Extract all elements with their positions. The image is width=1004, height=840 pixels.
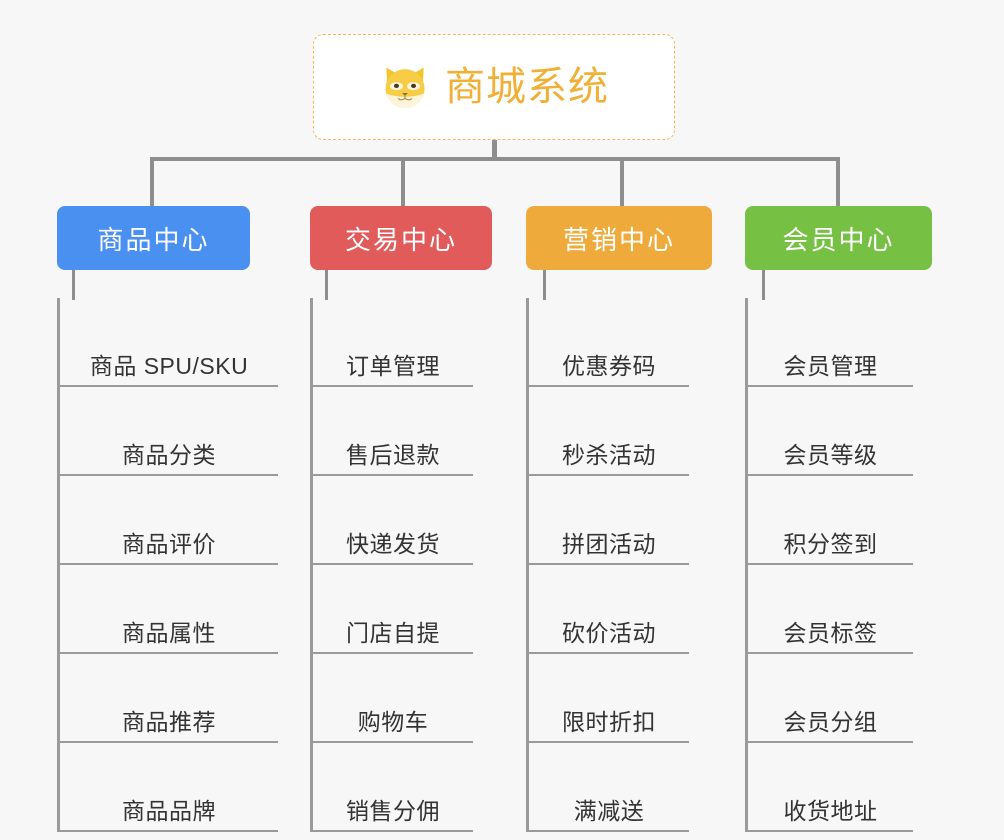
list-item[interactable]: 商品品牌 [60,743,278,832]
branch-column-0: 商品中心 商品 SPU/SKU 商品分类 商品评价 商品属性 商品推荐 商品品牌 [57,206,278,832]
leaf-label: 商品评价 [122,531,216,558]
list-item[interactable]: 售后退款 [313,387,473,476]
list-item[interactable]: 满减送 [529,743,689,832]
connector-drop-1 [150,157,154,207]
category-label-3: 会员中心 [782,224,895,255]
leaf-label: 商品品牌 [122,798,216,825]
leaf-label: 满减送 [573,798,645,825]
connector-spine-3 [543,270,546,300]
leaf-label: 门店自提 [346,620,440,647]
leaf-label: 商品推荐 [122,709,216,736]
root-title: 商城系统 [445,65,609,109]
list-item[interactable]: 购物车 [313,654,473,743]
category-box-1[interactable]: 交易中心 [310,206,492,270]
leaf-label: 会员管理 [783,353,878,380]
list-item[interactable]: 快递发货 [313,476,473,565]
leaf-label: 砍价活动 [562,620,656,647]
list-item[interactable]: 积分签到 [748,476,913,565]
leaf-label: 优惠券码 [562,353,656,380]
list-item[interactable]: 商品推荐 [60,654,278,743]
list-item[interactable]: 限时折扣 [529,654,689,743]
leaf-label: 会员等级 [783,442,878,469]
category-box-3[interactable]: 会员中心 [745,206,932,270]
list-item[interactable]: 销售分佣 [313,743,473,832]
list-item[interactable]: 优惠券码 [529,298,689,387]
category-label-0: 商品中心 [97,224,210,255]
list-item[interactable]: 拼团活动 [529,476,689,565]
leaf-label: 订单管理 [346,353,440,380]
leaf-label: 会员分组 [783,709,878,736]
list-item[interactable]: 收货地址 [748,743,913,832]
leaf-label: 秒杀活动 [562,442,656,469]
branch-column-2: 营销中心 优惠券码 秒杀活动 拼团活动 砍价活动 限时折扣 满减送 [526,206,712,832]
leaf-label: 商品属性 [122,620,216,647]
list-item[interactable]: 商品分类 [60,387,278,476]
connector-drop-3 [620,157,624,207]
list-item[interactable]: 砍价活动 [529,565,689,654]
list-item[interactable]: 商品 SPU/SKU [60,298,278,387]
leaf-label: 快递发货 [346,531,440,558]
leaf-label: 售后退款 [346,442,440,469]
leaf-list-1: 订单管理 售后退款 快递发货 门店自提 购物车 销售分佣 [310,298,473,832]
category-box-2[interactable]: 营销中心 [526,206,712,270]
connector-spine-1 [72,270,75,300]
list-item[interactable]: 会员管理 [748,298,913,387]
list-item[interactable]: 订单管理 [313,298,473,387]
connector-drop-4 [836,157,840,207]
leaf-label: 拼团活动 [562,531,656,558]
leaf-list-0: 商品 SPU/SKU 商品分类 商品评价 商品属性 商品推荐 商品品牌 [57,298,278,832]
category-box-0[interactable]: 商品中心 [57,206,250,270]
root-node[interactable]: 商城系统 [313,34,675,140]
list-item[interactable]: 门店自提 [313,565,473,654]
connector-drop-2 [401,157,405,207]
connector-root-stem [492,140,497,160]
connector-spine-4 [762,270,765,300]
list-item[interactable]: 秒杀活动 [529,387,689,476]
connector-horizontal-bus [150,157,840,161]
leaf-list-2: 优惠券码 秒杀活动 拼团活动 砍价活动 限时折扣 满减送 [526,298,689,832]
list-item[interactable]: 商品属性 [60,565,278,654]
connector-spine-2 [325,270,328,300]
branch-column-3: 会员中心 会员管理 会员等级 积分签到 会员标签 会员分组 收货地址 [745,206,932,832]
leaf-label: 商品 SPU/SKU [89,353,249,380]
list-item[interactable]: 会员等级 [748,387,913,476]
category-label-1: 交易中心 [344,224,457,255]
leaf-label: 积分签到 [783,531,878,558]
branch-column-1: 交易中心 订单管理 售后退款 快递发货 门店自提 购物车 销售分佣 [310,206,492,832]
leaf-label: 会员标签 [783,620,878,647]
leaf-label: 收货地址 [783,798,878,825]
list-item[interactable]: 会员标签 [748,565,913,654]
category-label-2: 营销中心 [562,224,675,255]
leaf-label: 限时折扣 [562,709,656,736]
list-item[interactable]: 商品评价 [60,476,278,565]
leaf-label: 销售分佣 [346,798,440,825]
list-item[interactable]: 会员分组 [748,654,913,743]
leaf-label: 购物车 [357,709,429,736]
leaf-list-3: 会员管理 会员等级 积分签到 会员标签 会员分组 收货地址 [745,298,913,832]
leaf-label: 商品分类 [122,442,216,469]
dog-face-emoji [385,67,425,110]
